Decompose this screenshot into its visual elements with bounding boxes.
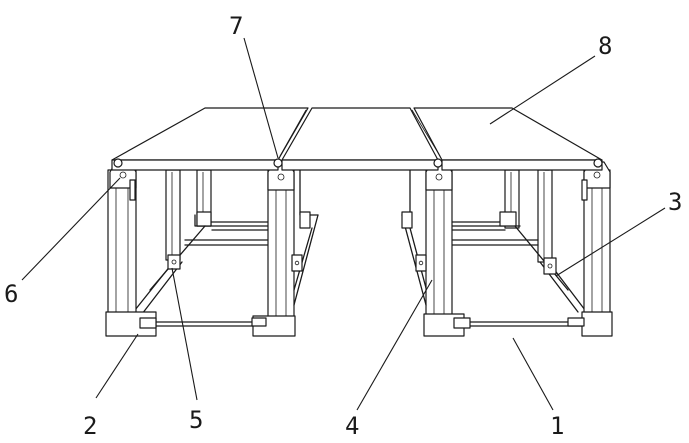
- leader-3: [555, 207, 666, 277]
- label-6: 6: [4, 280, 18, 308]
- part-labels: 1 2 3 4 5 6 7 8: [4, 12, 682, 440]
- label-2: 2: [83, 412, 97, 440]
- right-foot-right: [581, 311, 613, 337]
- bracket-5: [167, 254, 181, 270]
- right-frame: [401, 149, 613, 337]
- roof-panels: [111, 107, 603, 171]
- label-5: 5: [189, 406, 203, 434]
- roof-panel-right: [413, 107, 603, 161]
- hinge-pin-7: [273, 158, 283, 168]
- leader-8: [489, 55, 596, 125]
- leader-5: [171, 267, 198, 401]
- label-3: 3: [668, 188, 682, 216]
- leader-7: [243, 37, 279, 159]
- left-frame: [105, 161, 319, 337]
- leader-6: [21, 177, 121, 281]
- leader-1: [512, 337, 554, 411]
- right-back-right-post: [537, 169, 553, 263]
- right-front-left-post: [425, 169, 453, 321]
- label-8: 8: [598, 32, 612, 60]
- leader-lines: [21, 37, 666, 411]
- label-7: 7: [229, 12, 243, 40]
- label-1: 1: [550, 412, 564, 440]
- leader-2: [95, 333, 139, 399]
- leader-4: [356, 279, 433, 411]
- left-back-left-post: [165, 169, 181, 261]
- bracket-3: [543, 257, 557, 275]
- label-4: 4: [345, 412, 359, 440]
- roof-panel-left: [111, 107, 309, 161]
- roof-panel-middle: [281, 107, 439, 161]
- left-front-right-post: [267, 169, 295, 321]
